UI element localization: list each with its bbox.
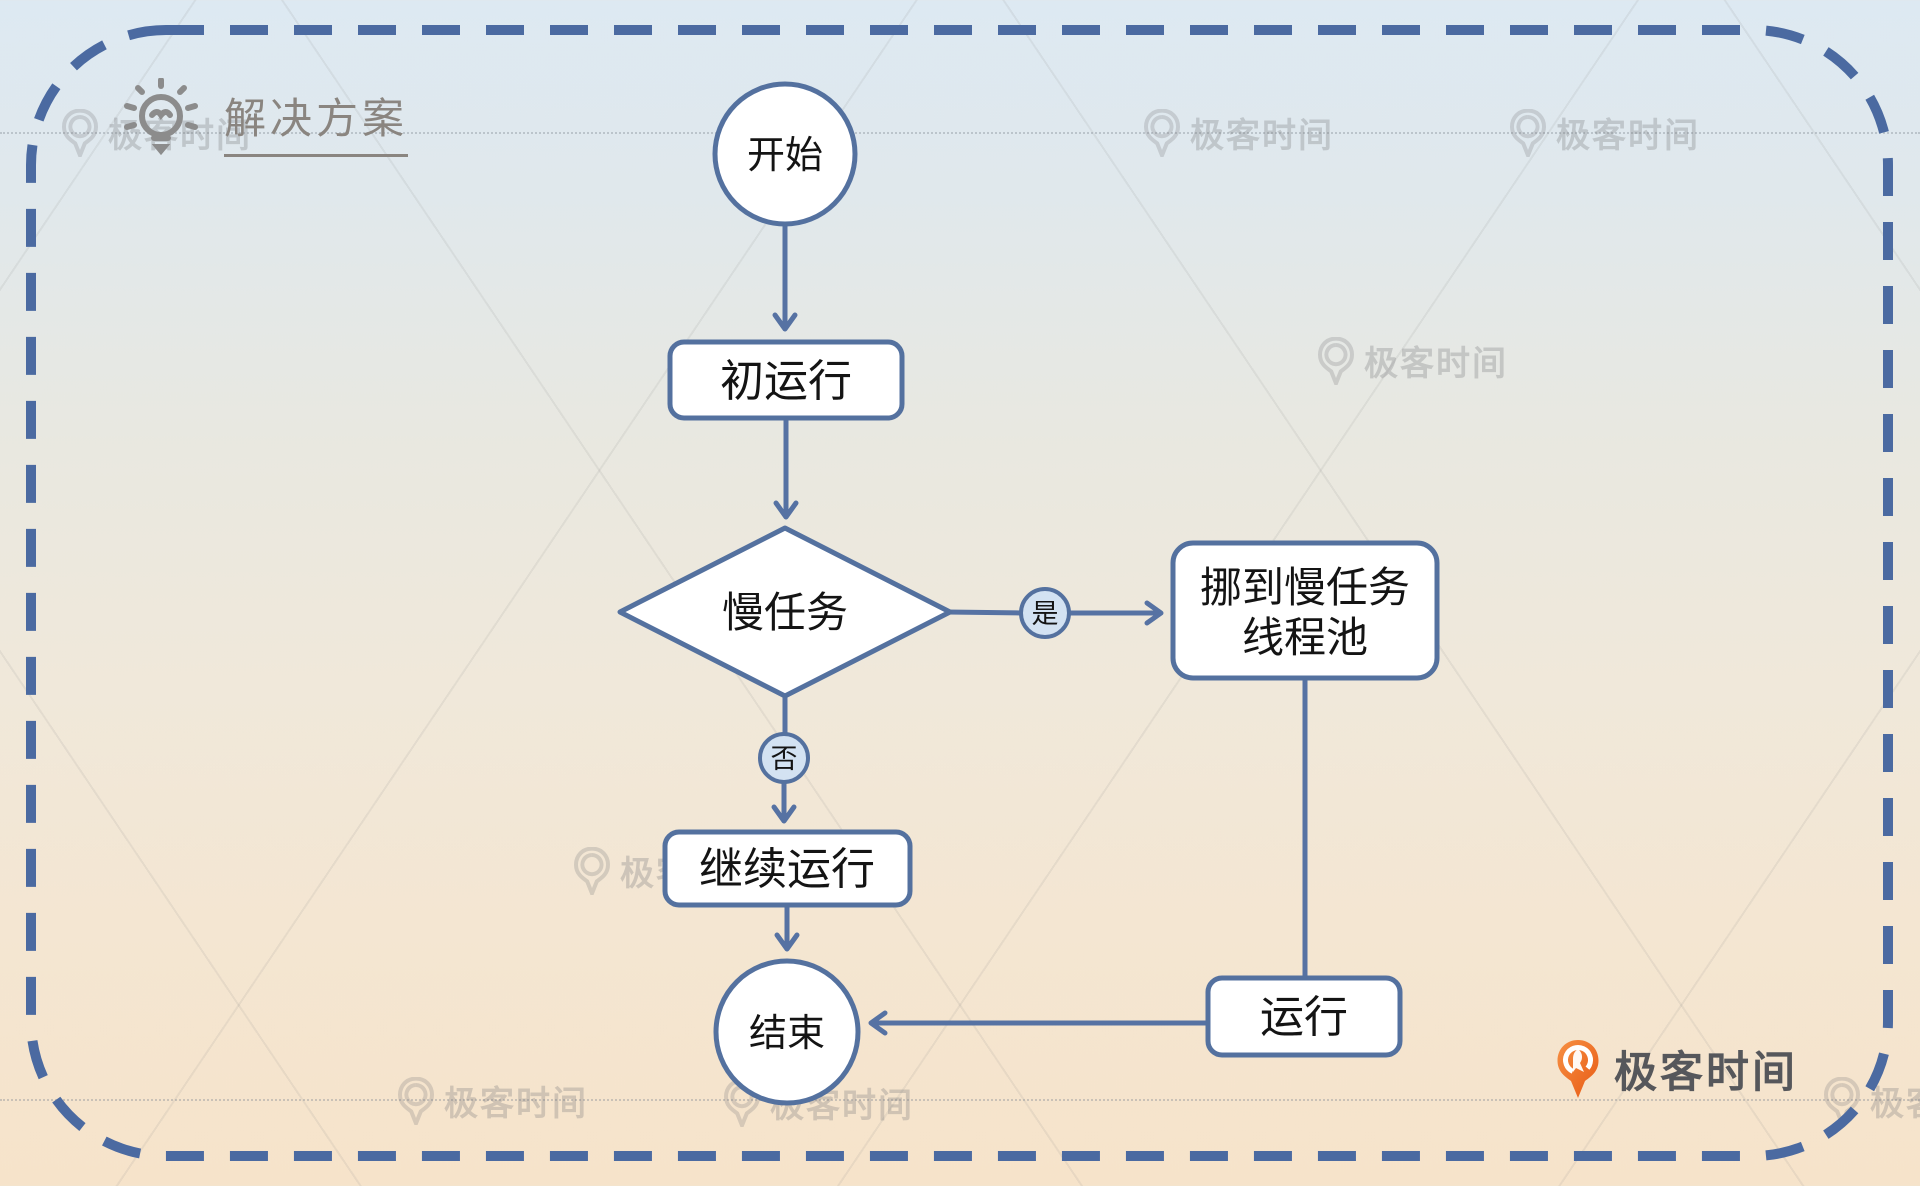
node-end-label: 结束 xyxy=(749,1013,825,1055)
page-title-block: 解决方案 xyxy=(118,78,409,164)
edge-decision-to-yes-badge xyxy=(946,609,1023,616)
flow-nodes: 开始 初运行 慢任务 挪到慢任务 线程池 是 否 继续运行 运行 结束 xyxy=(617,81,1440,1106)
lightbulb-icon xyxy=(124,78,198,156)
node-start-label: 开始 xyxy=(747,135,823,177)
badge-no-label: 否 xyxy=(771,744,798,774)
node-run-label: 运行 xyxy=(1260,993,1348,1042)
badge-yes-label: 是 xyxy=(1032,599,1059,629)
node-end xyxy=(713,958,861,1106)
page-title: 解决方案 xyxy=(224,85,409,157)
node-init-run-label: 初运行 xyxy=(720,357,852,406)
node-start xyxy=(712,81,858,227)
brand-logo-text: 极客时间 xyxy=(1614,1049,1798,1097)
brand-logo-block: 极客时间 xyxy=(1556,1038,1798,1100)
badge-yes xyxy=(1019,587,1071,639)
node-init-run xyxy=(667,339,905,421)
node-slow-task-label: 慢任务 xyxy=(722,589,848,636)
node-continue-run xyxy=(662,829,913,908)
node-move-to-pool xyxy=(1170,540,1440,681)
node-run xyxy=(1205,975,1403,1058)
node-move-to-pool-line1: 挪到慢任务 xyxy=(1200,564,1410,611)
node-slow-task-decision xyxy=(617,525,953,699)
dashed-frame-border xyxy=(26,25,1893,1161)
geektime-logo-icon xyxy=(1557,1040,1599,1098)
node-move-to-pool-line2: 线程池 xyxy=(1242,614,1368,661)
badge-no xyxy=(758,732,810,784)
flow-edges xyxy=(771,224,1308,1036)
node-continue-run-label: 继续运行 xyxy=(699,845,875,894)
